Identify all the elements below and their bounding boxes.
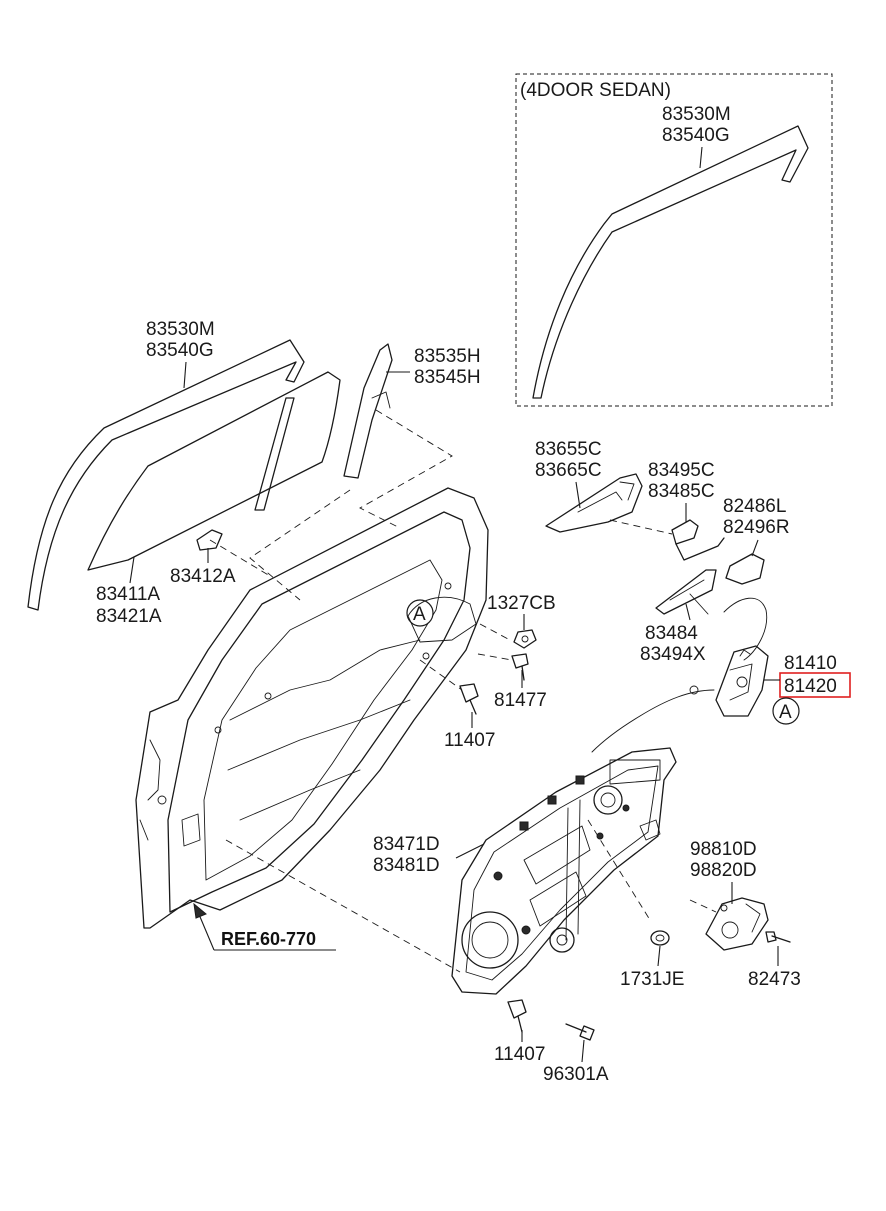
inside-handle-part [655, 569, 717, 615]
assembly-line-9 [587, 819, 651, 921]
variant-moulding-part [532, 125, 809, 399]
reference-arrow-head [193, 902, 207, 919]
inside-handle-label-2: 83494X [640, 644, 706, 665]
channel-label-2: 83545H [414, 367, 481, 388]
assembly-line-4 [479, 623, 511, 641]
latch-label-1: 81410 [784, 653, 837, 674]
motor-label-2: 98820D [690, 860, 757, 881]
bolt-96301a-label: 96301A [543, 1064, 609, 1085]
handle-label-1: 83655C [535, 439, 602, 460]
bracket-label-2: 83485C [648, 481, 715, 502]
highlight-box [779, 672, 851, 698]
variant-moulding-leader [699, 146, 703, 169]
inside-handle-label-1: 83484 [645, 623, 698, 644]
reference-label: REF.60-770 [221, 929, 316, 949]
variant-moulding-label-2: 83540G [662, 125, 730, 146]
plug-label: 1731JE [620, 969, 684, 990]
nut-1327cb-part [513, 629, 537, 649]
bolt-96301a-leader [581, 1039, 585, 1063]
variant-box-frame [515, 73, 833, 407]
grommet-plug-part [650, 930, 670, 946]
handle-leader [575, 481, 581, 509]
motor-screw-part [765, 931, 791, 943]
latch-label-2-highlighted: 81420 [784, 676, 837, 697]
handle-bracket-part [671, 519, 725, 561]
glass-label-1: 83411A [96, 584, 160, 605]
bolt-11407-upper-label: 11407 [444, 730, 495, 751]
regulator-label-1: 83471D [373, 834, 440, 855]
door-glass-part [87, 371, 341, 571]
variant-box-title: (4DOOR SEDAN) [520, 80, 671, 101]
bolt-96301a-part [565, 1023, 595, 1041]
assembly-line-10 [689, 899, 717, 913]
callout-a-left: A [406, 599, 434, 627]
assembly-line-7 [225, 839, 461, 973]
moulding-leader [183, 361, 187, 389]
glass-clip-part [196, 529, 223, 551]
moulding-label-2: 83540G [146, 340, 214, 361]
door-panel-part [135, 487, 489, 929]
reference-arrow [197, 911, 215, 951]
svg-text:A: A [413, 604, 426, 625]
bolt-81477-label: 81477 [494, 690, 547, 711]
handle-label-2: 83665C [535, 460, 602, 481]
plug-leader [657, 945, 661, 967]
moulding-label-1: 83530M [146, 319, 215, 340]
variant-moulding-label-1: 83530M [662, 104, 731, 125]
motor-label-1: 98810D [690, 839, 757, 860]
moulding-part [27, 339, 305, 611]
bolt-11407-upper-part [459, 683, 479, 715]
cover-leader [751, 539, 759, 557]
rear-channel-part [343, 343, 393, 479]
glass-leader [129, 556, 135, 584]
bolt-81477-part [511, 653, 529, 681]
svg-text:A: A [779, 702, 792, 723]
assembly-line-2 [249, 489, 351, 601]
assembly-line-8 [609, 519, 673, 535]
bolt-11407-lower-label: 11407 [494, 1044, 545, 1065]
key-cover-part [725, 553, 765, 585]
assembly-line-1 [359, 409, 453, 529]
window-motor-part [705, 897, 769, 951]
glass-label-2: 83421A [96, 606, 162, 627]
assembly-line-6 [419, 659, 463, 691]
glass-clip-label: 83412A [170, 566, 236, 587]
cover-label-2: 82496R [723, 517, 790, 538]
regulator-leader [455, 843, 485, 859]
outside-handle-part [545, 473, 643, 533]
cover-label-1: 82486L [723, 496, 786, 517]
latch-cutout-area [407, 596, 477, 643]
nut-label: 1327CB [487, 593, 556, 614]
assembly-line-5 [477, 653, 513, 661]
inside-handle-cable [723, 597, 768, 661]
door-latch-part [715, 645, 769, 717]
channel-label-1: 83535H [414, 346, 481, 367]
callout-a-right: A [772, 697, 800, 725]
window-regulator-part [451, 747, 677, 995]
latch-cable [591, 689, 715, 753]
screw-82473-label: 82473 [748, 969, 801, 990]
bolt-11407-lower-part [507, 999, 527, 1033]
latch-cable-end [689, 685, 699, 695]
regulator-label-2: 83481D [373, 855, 440, 876]
bracket-label-1: 83495C [648, 460, 715, 481]
inside-handle-leader [685, 603, 691, 621]
